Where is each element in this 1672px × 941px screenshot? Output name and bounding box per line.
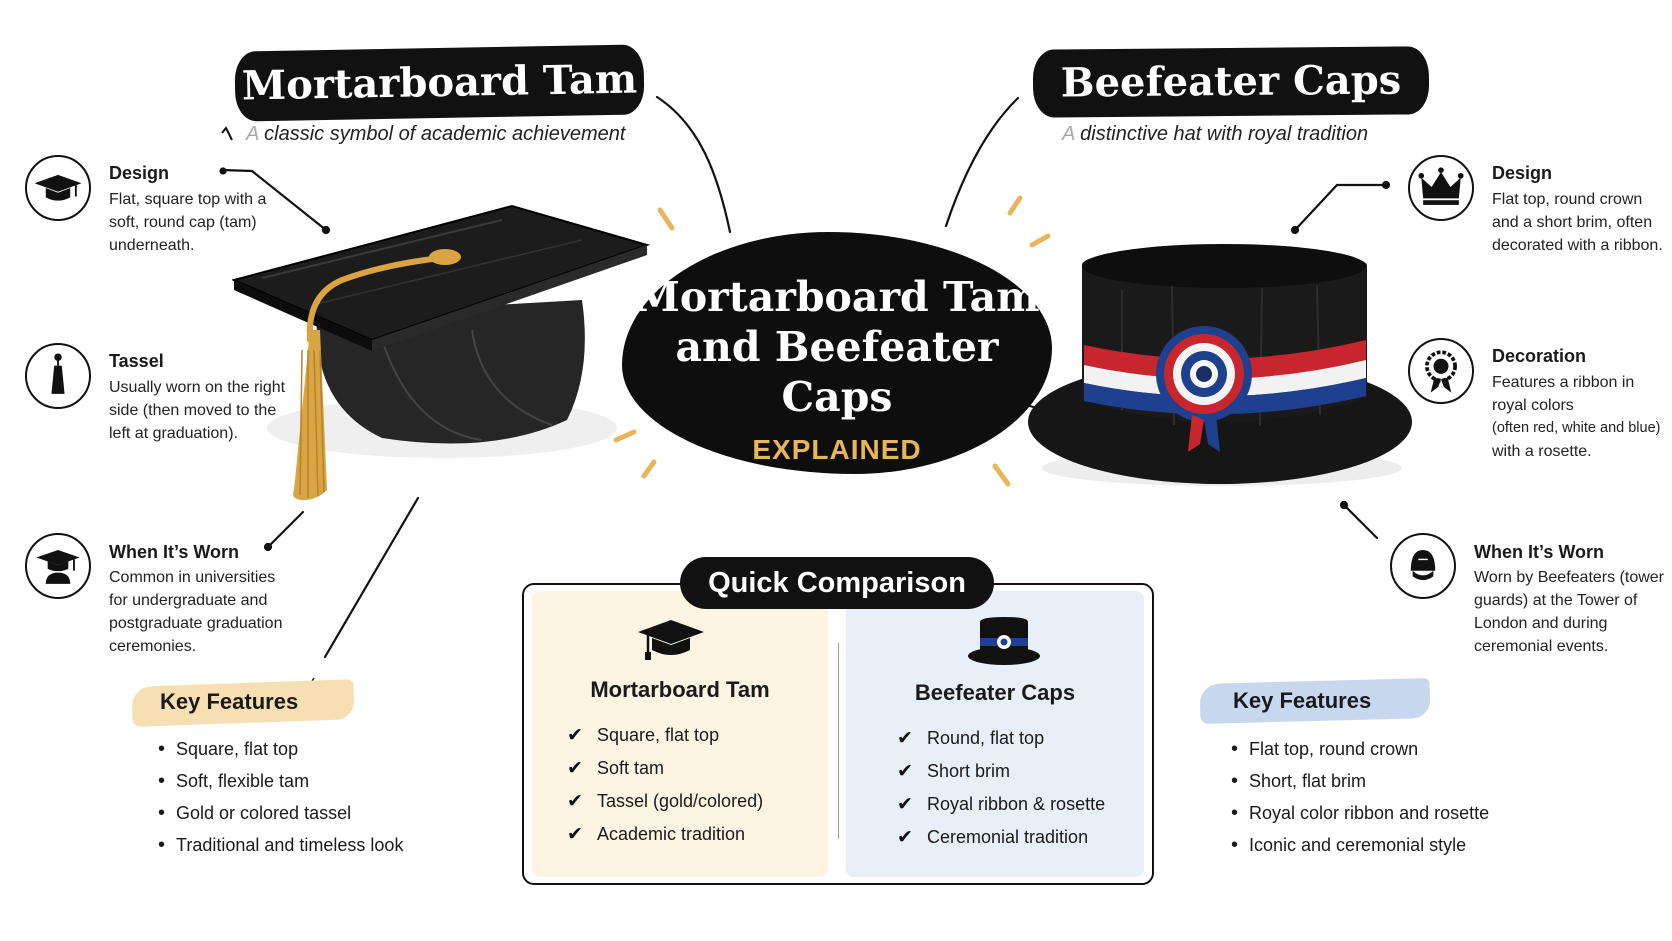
left-subtitle: classic symbol of academic achievement <box>264 123 626 145</box>
right-key-features-title: Key Features <box>1233 688 1372 713</box>
left-title-banner: Mortarboard Tam <box>237 47 642 119</box>
list-item: Square, flat top <box>154 733 403 765</box>
connector-right-design <box>1293 183 1388 232</box>
left-subtitle-faint: A <box>246 123 259 145</box>
center-title-blob: Mortarboard Tam and Beefeater Caps EXPLA… <box>622 232 1052 474</box>
graduate-icon <box>25 533 91 599</box>
list-item: Royal ribbon & rosette <box>897 788 1105 821</box>
list-item: Gold or colored tassel <box>154 797 403 829</box>
right-feature-worn-title: When It’s Worn <box>1474 542 1604 562</box>
crown-icon <box>1408 155 1474 221</box>
connector-left-design <box>220 168 328 232</box>
right-feature-design-desc: Flat top, round crown and a short brim, … <box>1492 191 1663 254</box>
left-feature-worn-title: When It’s Worn <box>109 542 239 562</box>
decoration-desc-small: (often red, white and blue) <box>1492 420 1661 436</box>
left-title: Mortarboard Tam <box>241 55 638 110</box>
comparison-left-list: Square, flat top Soft tam Tassel (gold/c… <box>567 719 763 851</box>
left-feature-tassel-title: Tassel <box>109 351 164 371</box>
right-feature-worn-desc: Worn by Beefeaters (tower guards) at the… <box>1474 569 1665 655</box>
tassel-icon <box>25 343 91 409</box>
comparison-right-list: Round, flat top Short brim Royal ribbon … <box>897 722 1105 854</box>
connector-left-tassel <box>266 510 305 549</box>
left-feature-worn-desc: Common in universities for undergraduate… <box>109 569 283 655</box>
right-title: Beefeater Caps <box>1060 56 1402 107</box>
mortarboard-icon <box>25 155 91 221</box>
list-item: Academic tradition <box>567 818 763 851</box>
right-feature-decoration-title: Decoration <box>1492 346 1587 366</box>
center-subtitle: EXPLAINED <box>752 434 922 465</box>
right-title-banner: Beefeater Caps <box>1035 49 1427 115</box>
left-feature-tassel-desc: Usually worn on the right side (then mov… <box>109 379 286 442</box>
left-subtitle-line: A classic symbol of academic achievement <box>246 123 625 146</box>
right-subtitle-faint: A <box>1062 123 1075 145</box>
center-title-line1: Mortarboard Tam <box>634 273 1040 321</box>
mortarboard-illustration <box>232 204 651 500</box>
left-key-features-list: Square, flat top Soft, flexible tam Gold… <box>154 733 403 861</box>
list-item: Square, flat top <box>567 719 763 752</box>
comparison-mortarboard-icon <box>638 620 704 660</box>
quick-comparison-title: Quick Comparison <box>680 557 994 609</box>
connector-right-worn <box>1342 503 1379 540</box>
list-item: Soft tam <box>567 752 763 785</box>
list-item: Soft, flexible tam <box>154 765 403 797</box>
right-key-features-list: Flat top, round crown Short, flat brim R… <box>1227 733 1489 861</box>
guard-icon <box>1390 533 1456 599</box>
decoration-desc-main: Features a ribbon in royal colors <box>1492 374 1635 414</box>
comparison-divider <box>838 643 839 839</box>
comparison-right-title: Beefeater Caps <box>914 680 1076 705</box>
spark-decoration <box>613 195 1051 487</box>
list-item: Ceremonial tradition <box>897 821 1105 854</box>
comparison-beefeater-icon <box>968 617 1040 665</box>
left-feature-design-title: Design <box>109 163 170 183</box>
right-subtitle: distinctive hat with royal tradition <box>1080 123 1369 145</box>
list-item: Short brim <box>897 755 1105 788</box>
connector-right-title <box>944 96 1020 228</box>
center-title-line2: and Beefeater Caps <box>675 323 999 421</box>
connector-left-worn <box>323 496 420 659</box>
rosette-icon <box>1408 338 1474 404</box>
left-key-features-title: Key Features <box>160 689 299 714</box>
list-item: Royal color ribbon and rosette <box>1227 797 1489 829</box>
decoration-desc-end: with a rosette. <box>1492 443 1592 460</box>
comparison-left-title: Mortarboard Tam <box>590 677 770 702</box>
beefeater-illustration <box>1028 244 1412 486</box>
list-item: Iconic and ceremonial style <box>1227 829 1489 861</box>
list-item: Round, flat top <box>897 722 1105 755</box>
center-title: Mortarboard Tam and Beefeater Caps <box>622 272 1052 422</box>
list-item: Flat top, round crown <box>1227 733 1489 765</box>
list-item: Traditional and timeless look <box>154 829 403 861</box>
right-subtitle-line: A distinctive hat with royal tradition <box>1062 123 1368 146</box>
right-feature-design-title: Design <box>1492 163 1553 183</box>
left-feature-design-desc: Flat, square top with a soft, round cap … <box>109 191 267 254</box>
list-item: Tassel (gold/colored) <box>567 785 763 818</box>
right-feature-decoration-desc: Features a ribbon in royal colors (often… <box>1492 371 1667 463</box>
list-item: Short, flat brim <box>1227 765 1489 797</box>
connector-left-title <box>655 95 732 234</box>
